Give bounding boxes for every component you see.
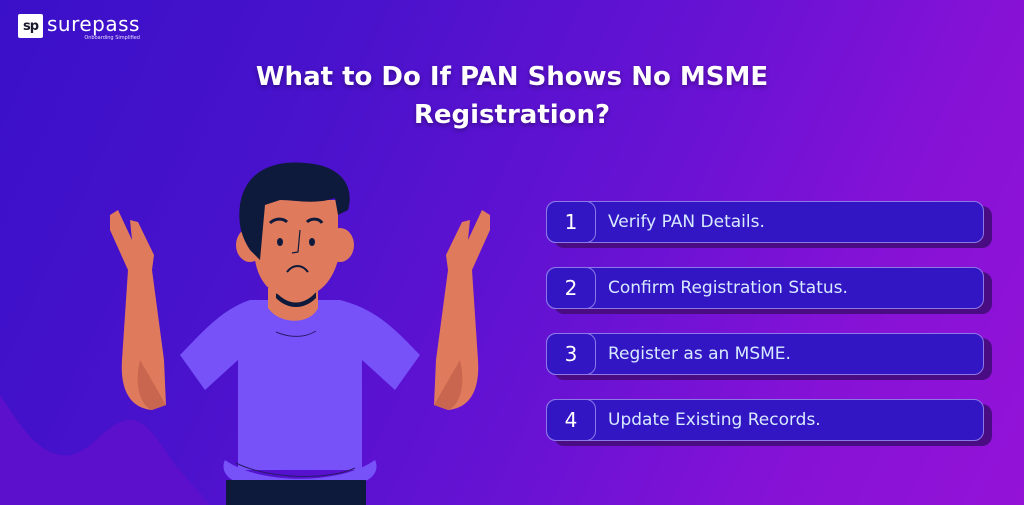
step-label: Confirm Registration Status. [608, 278, 848, 298]
step-label: Register as an MSME. [608, 344, 791, 364]
step-number: 3 [546, 332, 596, 375]
step-card: 3 Register as an MSME. [546, 332, 984, 375]
steps-list: 1 Verify PAN Details. 2 Confirm Registra… [546, 200, 992, 465]
logo-mark: sp [18, 14, 43, 38]
step-number: 2 [546, 266, 596, 309]
step-item: 4 Update Existing Records. [546, 398, 992, 446]
step-card: 1 Verify PAN Details. [546, 200, 984, 243]
step-item: 3 Register as an MSME. [546, 332, 992, 380]
step-card: 4 Update Existing Records. [546, 398, 984, 441]
step-number: 1 [546, 200, 596, 243]
surepass-logo: sp surepass Onboarding Simplified [18, 14, 140, 41]
confused-man-illustration [110, 162, 490, 505]
brand-tagline: Onboarding Simplified [84, 35, 140, 41]
step-number: 4 [546, 398, 596, 441]
brand-name: surepass [47, 12, 140, 36]
step-label: Update Existing Records. [608, 410, 821, 430]
step-item: 1 Verify PAN Details. [546, 200, 992, 248]
page-title: What to Do If PAN Shows No MSME Registra… [255, 62, 769, 130]
step-card: 2 Confirm Registration Status. [546, 266, 984, 309]
step-item: 2 Confirm Registration Status. [546, 266, 992, 314]
step-label: Verify PAN Details. [608, 212, 765, 232]
background-wave-shape [0, 395, 210, 505]
